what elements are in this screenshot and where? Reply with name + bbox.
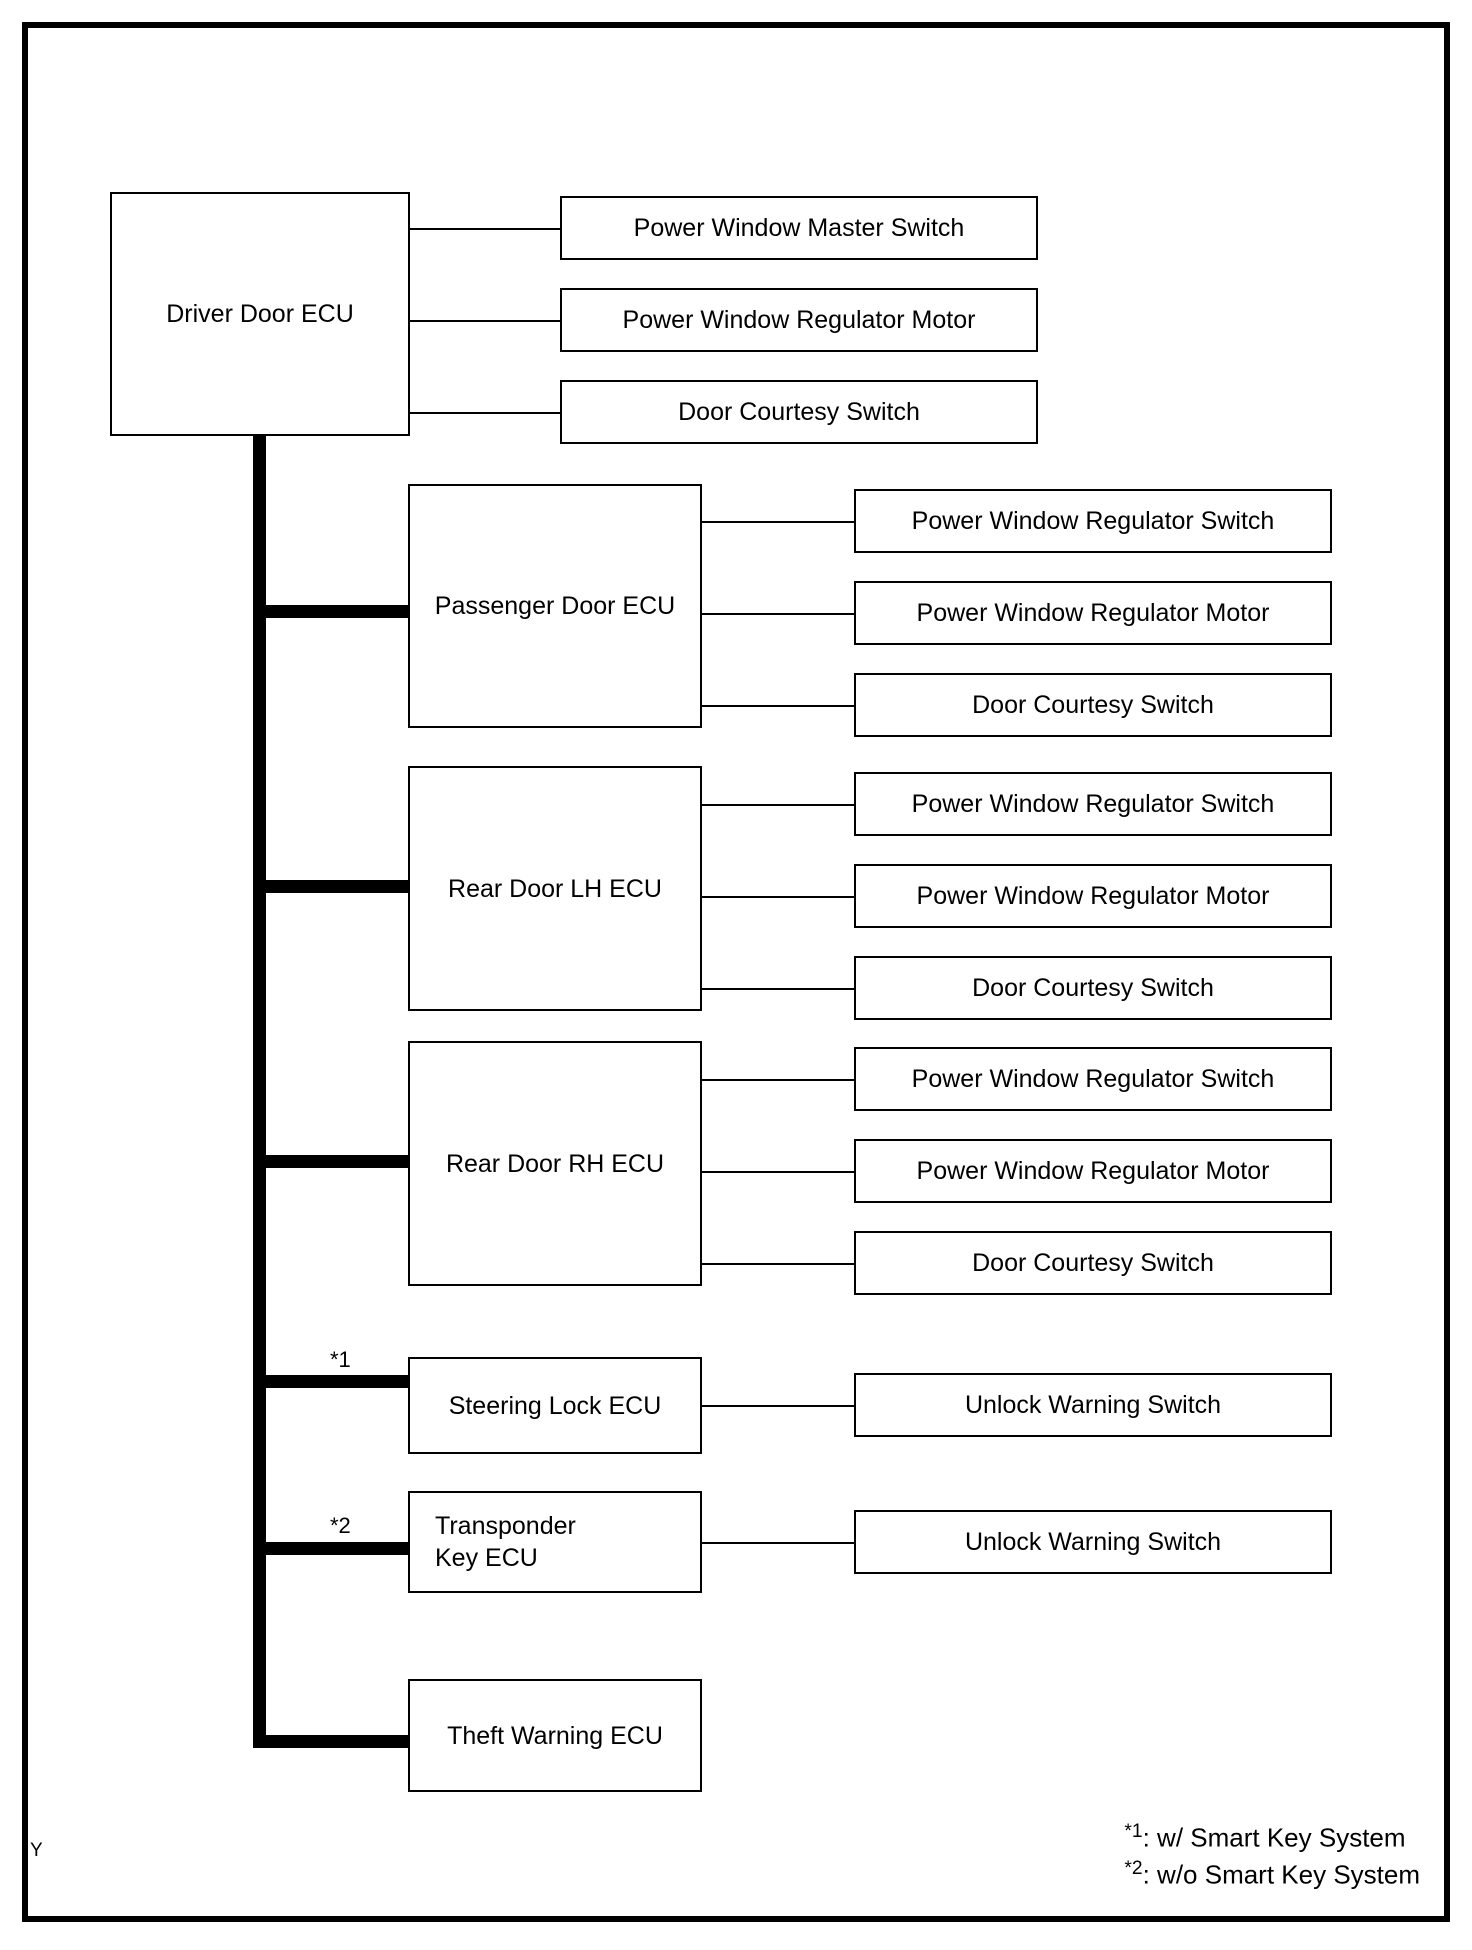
peripheral-box-rear-lh-0[interactable]: Power Window Regulator Switch [854, 772, 1332, 836]
legend-text-2: : w/o Smart Key System [1142, 1859, 1420, 1890]
peripheral-label-rear-lh-1: Power Window Regulator Motor [916, 882, 1270, 910]
legend-marker-2: *2 [1124, 1857, 1143, 1879]
peripheral-label-rear-rh-0: Power Window Regulator Switch [911, 1065, 1275, 1093]
ecu-box-rear-door-lh[interactable]: Rear Door LH ECU [408, 766, 702, 1011]
lead-passenger-0 [702, 521, 854, 523]
footnote-marker-transponder-key: *2 [330, 1513, 351, 1538]
communication-bus-trunk [253, 436, 266, 1748]
peripheral-box-passenger-0[interactable]: Power Window Regulator Switch [854, 489, 1332, 553]
peripheral-box-passenger-2[interactable]: Door Courtesy Switch [854, 673, 1332, 737]
lead-rear-rh-1 [702, 1171, 854, 1173]
peripheral-label-rear-rh-2: Door Courtesy Switch [972, 1249, 1214, 1277]
ecu-label-transponder-key: Transponder Key ECU [435, 1512, 576, 1572]
peripheral-box-steering-lock-0[interactable]: Unlock Warning Switch [854, 1373, 1332, 1437]
peripheral-box-rear-rh-2[interactable]: Door Courtesy Switch [854, 1231, 1332, 1295]
ecu-box-theft-warning[interactable]: Theft Warning ECU [408, 1679, 702, 1792]
peripheral-box-driver-2[interactable]: Door Courtesy Switch [560, 380, 1038, 444]
ecu-box-steering-lock[interactable]: Steering Lock ECU [408, 1357, 702, 1454]
bus-stub-transponder-key [253, 1542, 410, 1555]
peripheral-label-transponder-key-0: Unlock Warning Switch [964, 1528, 1222, 1556]
ecu-label-theft-warning: Theft Warning ECU [447, 1721, 663, 1750]
peripheral-label-passenger-0: Power Window Regulator Switch [911, 507, 1275, 535]
ecu-box-transponder-key[interactable]: Transponder Key ECU [408, 1491, 702, 1593]
peripheral-label-driver-0: Power Window Master Switch [633, 214, 965, 242]
bus-stub-rear-door-lh [253, 880, 410, 893]
page-corner-code: Y [30, 1840, 43, 1861]
lead-rear-rh-2 [702, 1263, 854, 1265]
peripheral-box-transponder-key-0[interactable]: Unlock Warning Switch [854, 1510, 1332, 1574]
ecu-box-driver-door[interactable]: Driver Door ECU [110, 192, 410, 436]
legend-line-1: *1: w/ Smart Key System [1124, 1819, 1420, 1855]
ecu-label-steering-lock: Steering Lock ECU [448, 1391, 662, 1420]
page-border-frame [22, 22, 1450, 1922]
lead-transponder-key-0 [702, 1542, 854, 1544]
ecu-label-passenger-door: Passenger Door ECU [434, 592, 676, 620]
peripheral-box-rear-lh-2[interactable]: Door Courtesy Switch [854, 956, 1332, 1020]
lead-passenger-1 [702, 613, 854, 615]
peripheral-label-passenger-2: Door Courtesy Switch [972, 691, 1214, 719]
peripheral-label-steering-lock-0: Unlock Warning Switch [964, 1391, 1222, 1419]
lead-driver-1 [410, 320, 560, 322]
footnote-legend: *1: w/ Smart Key System *2: w/o Smart Ke… [1124, 1819, 1420, 1892]
peripheral-box-rear-rh-0[interactable]: Power Window Regulator Switch [854, 1047, 1332, 1111]
peripheral-box-rear-lh-1[interactable]: Power Window Regulator Motor [854, 864, 1332, 928]
ecu-box-passenger-door[interactable]: Passenger Door ECU [408, 484, 702, 728]
lead-rear-rh-0 [702, 1079, 854, 1081]
peripheral-box-driver-1[interactable]: Power Window Regulator Motor [560, 288, 1038, 352]
lead-driver-2 [410, 412, 560, 414]
ecu-label-rear-door-rh: Rear Door RH ECU [445, 1149, 665, 1178]
footnote-marker-steering-lock: *1 [330, 1347, 351, 1372]
peripheral-label-rear-lh-2: Door Courtesy Switch [972, 974, 1214, 1002]
bus-stub-theft-warning [253, 1735, 410, 1748]
lead-driver-0 [410, 228, 560, 230]
bus-stub-rear-door-rh [253, 1155, 410, 1168]
bus-stub-passenger-door [253, 605, 410, 618]
lead-rear-lh-1 [702, 896, 854, 898]
lead-rear-lh-0 [702, 804, 854, 806]
peripheral-label-driver-2: Door Courtesy Switch [678, 398, 920, 426]
peripheral-label-driver-1: Power Window Regulator Motor [622, 306, 976, 334]
lead-passenger-2 [702, 705, 854, 707]
peripheral-box-rear-rh-1[interactable]: Power Window Regulator Motor [854, 1139, 1332, 1203]
ecu-label-rear-door-lh: Rear Door LH ECU [448, 874, 662, 903]
legend-line-2: *2: w/o Smart Key System [1124, 1856, 1420, 1892]
peripheral-label-rear-lh-0: Power Window Regulator Switch [911, 790, 1275, 818]
bus-stub-steering-lock [253, 1375, 410, 1388]
peripheral-label-passenger-1: Power Window Regulator Motor [916, 599, 1270, 627]
peripheral-label-rear-rh-1: Power Window Regulator Motor [916, 1157, 1270, 1185]
peripheral-box-passenger-1[interactable]: Power Window Regulator Motor [854, 581, 1332, 645]
peripheral-box-driver-0[interactable]: Power Window Master Switch [560, 196, 1038, 260]
lead-steering-lock-0 [702, 1405, 854, 1407]
ecu-box-rear-door-rh[interactable]: Rear Door RH ECU [408, 1041, 702, 1286]
ecu-label-driver-door: Driver Door ECU [166, 300, 354, 328]
lead-rear-lh-2 [702, 988, 854, 990]
legend-text-1: : w/ Smart Key System [1142, 1822, 1406, 1853]
legend-marker-1: *1 [1124, 1821, 1143, 1843]
